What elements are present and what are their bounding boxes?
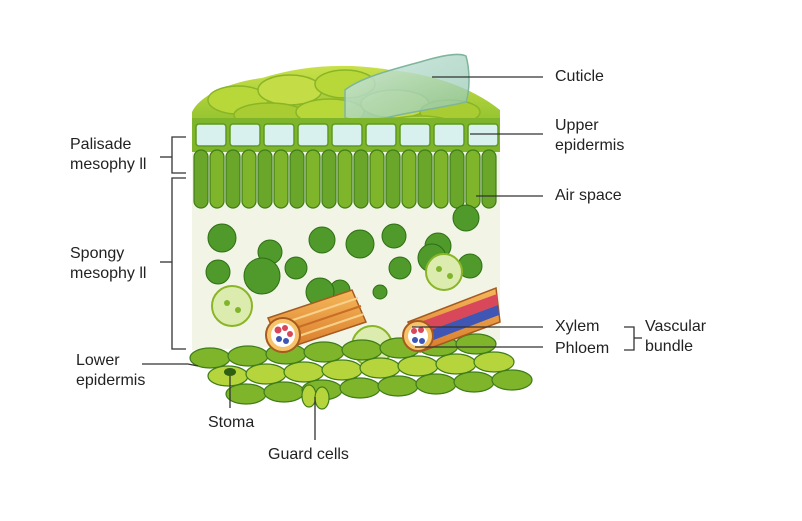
lower-epidermis-cell: [454, 372, 494, 392]
lower-epidermis-cell: [342, 340, 382, 360]
spongy-cell: [206, 260, 230, 284]
lower-epidermis-cell: [228, 346, 268, 366]
stoma-opening: [224, 368, 236, 376]
label-air-space: Air space: [555, 186, 622, 206]
label-phloem: Phloem: [555, 339, 609, 359]
upper-epidermis-cell: [400, 124, 430, 146]
palisade-cell: [242, 150, 256, 208]
upper-epidermis-cell: [196, 124, 226, 146]
spongy-cell: [208, 224, 236, 252]
spongy-cell: [373, 285, 387, 299]
spongy-cell: [285, 257, 307, 279]
palisade-cell: [434, 150, 448, 208]
spongy-cell: [453, 205, 479, 231]
palisade-cell: [194, 150, 208, 208]
spongy-cell: [389, 257, 411, 279]
lower-epidermis-cell: [246, 364, 286, 384]
palisade-cell: [450, 150, 464, 208]
palisade-cell: [338, 150, 352, 208]
label-guard-cells: Guard cells: [268, 445, 349, 465]
palisade-cell: [482, 150, 496, 208]
palisade-cells: [194, 150, 496, 208]
lower-epidermis-cell: [226, 384, 266, 404]
lower-epidermis-cell: [340, 378, 380, 398]
palisade-cell: [466, 150, 480, 208]
upper-epidermis-cell: [434, 124, 464, 146]
cut-spongy-cell: [426, 254, 462, 290]
chloroplast: [447, 273, 453, 279]
palisade-cell: [210, 150, 224, 208]
lower-epidermis-cell: [284, 362, 324, 382]
palisade-cell: [226, 150, 240, 208]
lower-epidermis-cell: [378, 376, 418, 396]
palisade-cell: [306, 150, 320, 208]
lower-epidermis-cell: [474, 352, 514, 372]
label-stoma: Stoma: [208, 413, 254, 433]
label-palisade-mesophyll: Palisade mesophy ll: [70, 135, 146, 175]
upper-epidermis-cell: [298, 124, 328, 146]
upper-epidermis-cell: [332, 124, 362, 146]
palisade-cell: [274, 150, 288, 208]
lower-epidermis-cell: [322, 360, 362, 380]
lower-epidermis-cell: [436, 354, 476, 374]
chloroplast: [224, 300, 230, 306]
label-cuticle: Cuticle: [555, 67, 604, 87]
palisade-cell: [386, 150, 400, 208]
cut-spongy-cell: [212, 286, 252, 326]
palisade-cell: [258, 150, 272, 208]
lower-epidermis-cell: [416, 374, 456, 394]
guard-cell: [302, 385, 316, 407]
label-lower-epidermis: Lower epidermis: [76, 351, 145, 391]
upper-epidermis-cell: [264, 124, 294, 146]
chloroplast: [235, 307, 241, 313]
spongy-cell: [244, 258, 280, 294]
upper-epidermis-cell: [366, 124, 396, 146]
lower-epidermis-cell: [304, 342, 344, 362]
palisade-cell: [354, 150, 368, 208]
label-spongy-mesophyll: Spongy mesophy ll: [70, 244, 146, 284]
upper-epidermis-cell: [230, 124, 260, 146]
palisade-cell: [402, 150, 416, 208]
lower-epidermis-cell: [360, 358, 400, 378]
upper-epidermis-cell: [468, 124, 498, 146]
label-xylem: Xylem: [555, 317, 599, 337]
spongy-cell: [309, 227, 335, 253]
lower-epidermis-cell: [492, 370, 532, 390]
chloroplast: [436, 266, 442, 272]
palisade-cell: [418, 150, 432, 208]
palisade-cell: [322, 150, 336, 208]
lower-epidermis-cell: [264, 382, 304, 402]
palisade-cell: [290, 150, 304, 208]
lower-epidermis-cell: [398, 356, 438, 376]
spongy-cell: [382, 224, 406, 248]
palisade-cell: [370, 150, 384, 208]
spongy-cell: [346, 230, 374, 258]
left-brackets: [160, 137, 186, 349]
guard-cell: [315, 387, 329, 409]
label-upper-epidermis: Upper epidermis: [555, 116, 624, 156]
upper-epidermis-cells: [192, 118, 500, 152]
label-vascular-bundle: Vascular bundle: [645, 317, 706, 357]
